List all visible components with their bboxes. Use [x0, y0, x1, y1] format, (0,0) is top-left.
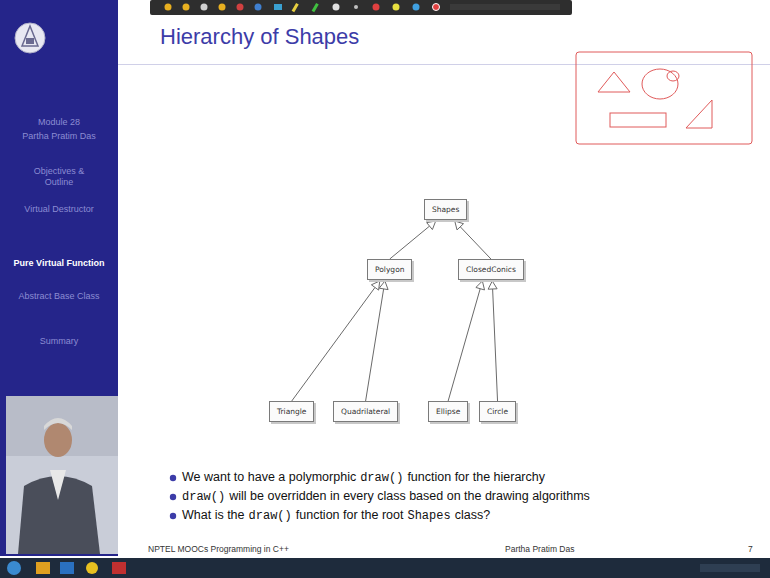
code-text: Shapes: [407, 509, 450, 523]
nav-item: Pure Virtual Function: [3, 258, 115, 269]
class-name: Shapes: [432, 205, 459, 214]
taskbar: [0, 558, 770, 578]
nav-item: Module 28: [3, 117, 115, 128]
class-name: ClosedConics: [466, 265, 516, 274]
taskbar-icons: [7, 561, 760, 575]
connector-line: [390, 226, 430, 259]
connector-line: [292, 287, 375, 401]
inheritance-connector: [390, 221, 436, 259]
bullet-text: What is the: [182, 508, 245, 522]
inheritance-arrowhead: [455, 221, 464, 230]
inheritance-connector: [366, 281, 388, 401]
sidebar: [0, 0, 118, 556]
class-box: Quadrilateral: [333, 401, 398, 422]
slide-title: Hierarchy of Shapes: [160, 24, 359, 50]
inheritance-connector: [455, 221, 491, 259]
bullet-text: function for the root: [296, 508, 404, 522]
class-name: Polygon: [375, 265, 404, 274]
connector-line: [460, 227, 491, 259]
nav-item: Partha Pratim Das: [19, 131, 99, 142]
code-text: draw(): [182, 490, 225, 504]
bullet-text: function for the hierarchy: [407, 470, 545, 484]
connector-line: [448, 289, 480, 401]
nav-item: Virtual Destructor: [3, 204, 115, 215]
class-name: Triangle: [277, 407, 306, 416]
inheritance-connector: [488, 281, 497, 401]
class-box: Circle: [479, 401, 516, 422]
inheritance-arrowhead: [371, 281, 379, 290]
bullet-dots: [170, 475, 176, 519]
footer-text: Partha Pratim Das: [505, 544, 574, 554]
presenter-video: [6, 396, 118, 554]
inheritance-arrowhead: [476, 281, 485, 290]
inheritance-connector: [448, 281, 484, 401]
class-box: Polygon: [367, 259, 412, 280]
pen-annotation: [576, 52, 752, 144]
bullet-text: class?: [455, 508, 490, 522]
footer-text: 7: [748, 544, 753, 554]
bullet-line: draw() will be overridden in every class …: [182, 489, 594, 504]
nav-item: Summary: [3, 336, 115, 347]
bullet-text: We want to have a polymorphic: [182, 470, 356, 484]
class-name: Ellipse: [436, 407, 460, 416]
inheritance-arrowhead: [379, 281, 388, 290]
code-text: draw(): [360, 471, 403, 485]
footer-text: NPTEL MOOCs Programming in C++: [148, 544, 289, 554]
bullet-text: will be overridden in every class based …: [229, 489, 590, 503]
inheritance-connector: [292, 281, 380, 401]
class-box: Triangle: [269, 401, 314, 422]
class-box: Shapes: [424, 199, 467, 220]
inheritance-arrowhead: [427, 221, 436, 230]
class-name: Circle: [487, 407, 508, 416]
connector-line: [366, 289, 384, 401]
class-box: Ellipse: [428, 401, 468, 422]
logo: [15, 23, 45, 53]
bullet-line: What is the draw() function for the rootSh…: [182, 508, 494, 523]
class-name: Quadrilateral: [341, 407, 390, 416]
nav-item: Abstract Base Class: [3, 291, 115, 302]
header-rule: [118, 64, 770, 65]
class-box: ClosedConics: [458, 259, 524, 280]
nav-item: Objectives & Outline: [19, 166, 99, 188]
toolbar: [150, 0, 572, 15]
bullet-line: We want to have a polymorphic draw() funct…: [182, 470, 549, 485]
code-text: draw(): [249, 509, 292, 523]
inheritance-arrowhead: [488, 281, 497, 289]
connector-line: [493, 289, 498, 401]
